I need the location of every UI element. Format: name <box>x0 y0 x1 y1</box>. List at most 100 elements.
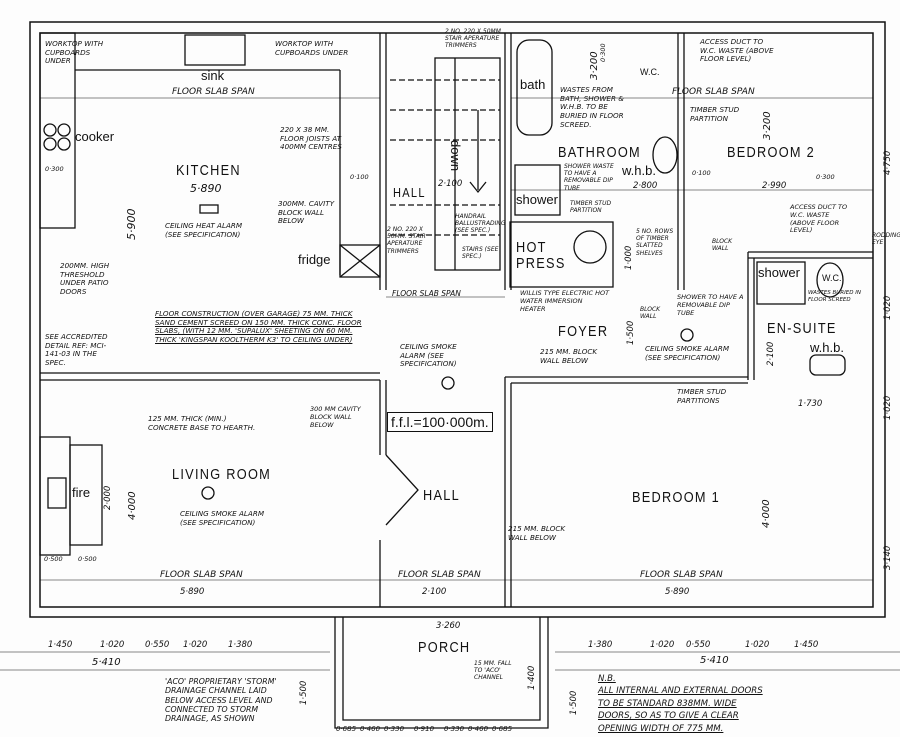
note-aco-channel: 'Aco' proprietary 'storm' drainage chann… <box>165 677 277 724</box>
room-label-hot-press-2: PRESS <box>516 255 566 272</box>
dim-porch-row: 0·910 <box>414 725 435 733</box>
dim-porch-side: 1·500 <box>299 680 309 705</box>
note-slatted-shelves: 5 No. rows of timber slatted shelves <box>636 228 674 257</box>
fixture-wc-ensuite: W.C. <box>822 273 842 283</box>
stair-down-label: down <box>448 140 463 172</box>
room-label-bathroom: BATHROOM <box>558 144 641 161</box>
room-label-hall-upper: HALL <box>393 185 426 200</box>
note-fall-to-channel: 15 mm. fall to 'Aco' channel <box>474 660 512 682</box>
note-access-duct: Access duct to w.c. waste (above floor l… <box>790 203 848 235</box>
dim-3140: 3·140 <box>883 545 893 570</box>
dim-left-row: 1·020 <box>183 640 208 650</box>
dim-left-total: 5·410 <box>92 657 121 668</box>
note-stair-trimmers: 2 No. 220 x 50mm. stair aperature trimme… <box>387 226 426 255</box>
note-block-wall-below: 215 mm. block wall below <box>540 347 598 365</box>
note-timber-partitions: Timber stud partitions <box>677 387 727 405</box>
dim-hot-press-1000: 1·000 <box>624 245 634 270</box>
note-block-wall: Block wall <box>640 306 661 321</box>
dim-hall-lower-width: 2·100 <box>422 587 447 597</box>
room-label-bedroom-1: BEDROOM 1 <box>632 489 720 506</box>
dim-bedroom2-3200: 3·200 <box>762 111 773 140</box>
note-stairs: Stairs (see spec.) <box>462 246 499 261</box>
nb-line: to be standard 838mm. wide <box>598 698 737 709</box>
note-cavity-wall: 300mm. cavity block wall below <box>278 199 335 226</box>
dim-porch-width: 3·260 <box>436 621 461 631</box>
note-access-duct: Access duct to w.c. waste (above floor l… <box>700 37 774 64</box>
fixture-shower-ensuite: shower <box>758 265 800 280</box>
dim-bedroom1-4000: 4·000 <box>761 499 772 528</box>
dim-hearth-2000: 2·000 <box>103 485 113 510</box>
room-label-hall-lower: HALL <box>423 487 461 504</box>
note-threshold: 200mm. high threshold under patio doors <box>60 261 110 296</box>
dim-1020: 1·020 <box>883 395 893 420</box>
dim-hearth-0500: 0·500 <box>78 555 97 563</box>
note-accredited-detail: See accredited detail ref: MCI-141-03 in… <box>45 332 108 367</box>
dim-left-row: 1·450 <box>48 640 73 650</box>
fixture-fire: fire <box>72 485 91 500</box>
dim-bedroom2-2990: 2·990 <box>762 181 787 191</box>
note-timber-partition: Timber stud partition <box>570 200 612 215</box>
dim-right-row: 1·020 <box>745 640 770 650</box>
dim-right-row: 1·380 <box>588 640 613 650</box>
fixture-shower-bathroom: shower <box>516 192 558 207</box>
finished-floor-level: f.f.l.=100·000m. <box>387 412 493 432</box>
dim-porch-depth: 1·400 <box>527 665 537 690</box>
fixture-cooker: cooker <box>75 129 115 144</box>
note-block-wall: Block wall <box>712 238 733 253</box>
note-wastes-buried: Wastes buried in floor screed <box>808 290 861 303</box>
dim-kitchen-depth: 5·900 <box>125 208 138 241</box>
dim-porch-side-right: 1·500 <box>569 690 579 715</box>
dim-left-row: 1·380 <box>228 640 253 650</box>
interior-walls <box>0 32 900 729</box>
room-label-porch: PORCH <box>418 639 471 656</box>
fixture-wc-bathroom: W.C. <box>640 67 660 77</box>
dim-0100: 0·100 <box>350 173 369 181</box>
dim-porch-row: 0·330 <box>444 725 465 733</box>
note-shower-waste: Shower waste to have a removable dip tub… <box>564 163 614 192</box>
dim-living-4000: 4·000 <box>127 491 138 520</box>
dim-hall-width: 2·100 <box>438 179 463 189</box>
outer-walls <box>29 21 886 618</box>
note-cavity-wall: 300 mm cavity block wall below <box>310 405 361 429</box>
floor-slab-span-label: FLOOR SLAB SPAN <box>398 570 481 580</box>
dim-living-width: 5·890 <box>180 587 205 597</box>
dim-right-row: 1·020 <box>650 640 675 650</box>
nb-door-note: N.B. All internal and external doors to … <box>598 673 838 735</box>
dim-0300: 0·300 <box>45 165 64 173</box>
note-smoke-alarm: Ceiling smoke alarm (see specification) <box>400 342 457 369</box>
dim-right-total: 5·410 <box>700 655 729 666</box>
floor-slab-span-label: FLOOR SLAB SPAN <box>640 570 723 580</box>
fixture-whb-ensuite: w.h.b. <box>810 340 844 355</box>
room-label-bedroom-2: BEDROOM 2 <box>727 144 815 161</box>
nb-title: N.B. <box>598 674 616 684</box>
room-label-en-suite: EN-SUITE <box>767 320 837 337</box>
dim-0100: 0·100 <box>692 169 711 177</box>
nb-line: doors, so as to give a clear <box>598 711 739 722</box>
room-label-hot-press: HOT <box>516 239 547 256</box>
note-hearth-base: 125 mm. thick (min.) concrete base to he… <box>148 414 256 432</box>
note-wastes: Wastes from bath, shower & w.h.b. to be … <box>560 85 624 129</box>
note-shower-dip-tube: Shower to have a removable dip tube <box>677 293 744 317</box>
dim-kitchen-width: 5·890 <box>190 182 222 195</box>
dim-bathroom-2800: 2·800 <box>633 181 658 191</box>
dim-foyer-1500: 1·500 <box>626 320 636 345</box>
room-label-foyer: FOYER <box>558 323 609 340</box>
note-floor-construction: Floor construction (over garage) 75 mm. … <box>155 309 362 344</box>
fixture-whb-bathroom: w.h.b. <box>622 163 656 178</box>
note-heat-alarm: Ceiling heat alarm (see specification) <box>165 221 243 239</box>
note-worktop: Worktop with cupboards under <box>45 39 104 66</box>
floor-slab-span-label: FLOOR SLAB SPAN <box>392 289 461 298</box>
fixture-sink: sink <box>201 68 225 83</box>
dim-0300: 0·300 <box>816 173 835 181</box>
note-floor-joists: 220 x 38 mm. floor joists at 400mm centr… <box>280 125 342 152</box>
dim-porch-row: 0·330 <box>384 725 405 733</box>
fixture-fridge: fridge <box>298 252 331 267</box>
dim-left-row: 0·550 <box>145 640 170 650</box>
dim-left-row: 1·020 <box>100 640 125 650</box>
note-smoke-alarm: Ceiling smoke alarm (see specification) <box>180 509 265 527</box>
note-timber-partition: Timber stud partition <box>690 105 740 123</box>
smoke-alarm-icons <box>201 328 694 500</box>
floor-slab-span-label: FLOOR SLAB SPAN <box>672 87 755 97</box>
